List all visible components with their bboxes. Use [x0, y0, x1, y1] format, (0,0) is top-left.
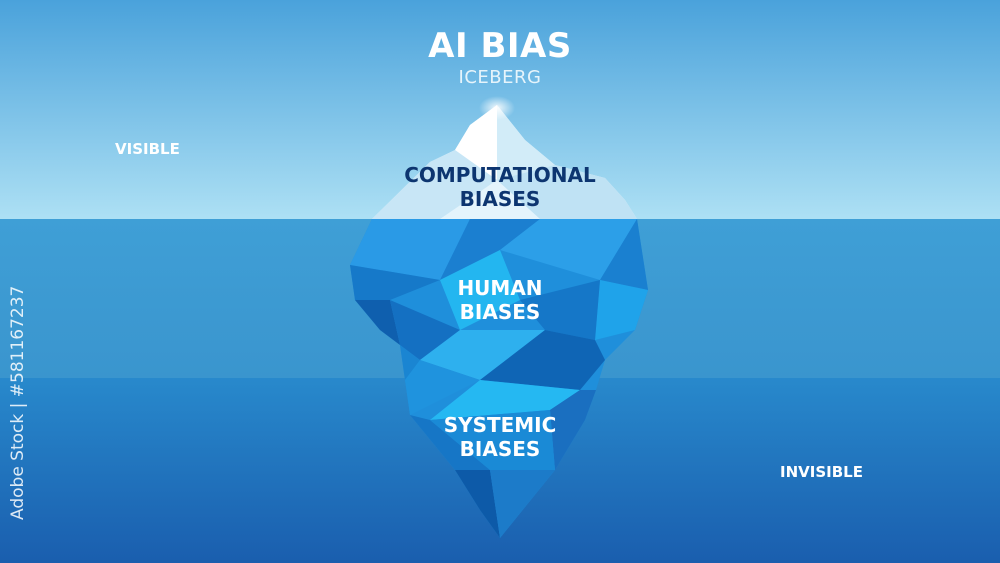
layer-line-2: BIASES — [459, 437, 541, 461]
layer-line-1: SYSTEMIC — [443, 413, 557, 437]
iceberg-tip — [372, 105, 637, 219]
title: AI BIAS — [428, 26, 572, 66]
layer-line-2: BIASES — [459, 187, 541, 211]
layer-line-2: BIASES — [459, 300, 541, 324]
visible-label: VISIBLE — [115, 140, 180, 158]
watermark: Adobe Stock | #581167237 — [8, 285, 28, 520]
computational-biases-label: COMPUTATIONAL BIASES — [350, 163, 650, 211]
layer-line-1: COMPUTATIONAL — [404, 163, 596, 187]
iceberg-underwater — [350, 96, 648, 538]
layer-line-1: HUMAN — [457, 276, 543, 300]
subtitle: ICEBERG — [458, 67, 542, 88]
systemic-biases-label: SYSTEMIC BIASES — [350, 413, 650, 461]
human-biases-label: HUMAN BIASES — [350, 276, 650, 324]
invisible-label: INVISIBLE — [780, 463, 863, 481]
